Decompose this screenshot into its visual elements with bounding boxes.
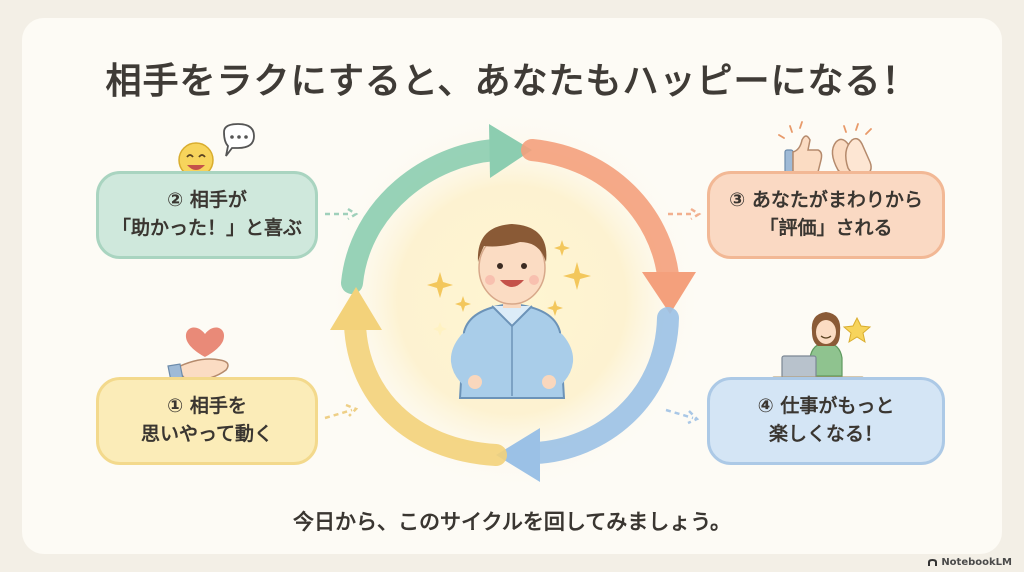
connector-step2 [325,207,359,221]
smiley-face-icon [178,142,214,178]
cycle-arrow-green [341,124,532,294]
step-4-line2: 楽しくなる！ [768,423,883,445]
speech-bubble-icon [223,123,255,157]
brand-label: NotebookLM [941,557,1012,568]
notebooklm-logo-icon [928,559,938,566]
heart-icon [185,327,225,357]
step-2-box: ② 相手が 「助かった！」と喜ぶ [96,171,318,259]
page-title: 相手をラクにすると、あなたもハッピーになる！ [105,61,919,102]
cycle-arrow-orange [521,139,696,314]
step-1-box: ① 相手を 思いやって動く [96,377,318,465]
star-icon [842,316,872,344]
step-3-line1: ③ あなたがまわりから [729,189,923,212]
step-1-line1: ① 相手を [167,395,247,418]
step-3-box: ③ あなたがまわりから 「評価」される [707,171,945,259]
connector-step3 [668,207,702,221]
footer-message: 今日から、このサイクルを回してみましょう。 [292,510,732,534]
step-3-line2: 「評価」される [759,217,893,239]
sparkle-icons [427,240,591,336]
connector-step1 [324,403,359,420]
thumbs-up-icon [778,121,823,177]
step-1-line2: 思いやって動く [140,423,274,445]
woman-at-laptop-icon [771,312,865,384]
happy-person-illustration [451,224,573,399]
step-4-box: ④ 仕事がもっと 楽しくなる！ [707,377,945,465]
cycle-arrow-yellow [330,287,507,466]
connector-step4 [665,408,700,425]
step-2-line1: ② 相手が [167,189,247,212]
cycle-arrow-blue [496,307,679,482]
brand-watermark: NotebookLM [927,557,1012,568]
step-4-line1: ④ 仕事がもっと [757,395,895,418]
step-2-line2: 「助かった！」と喜ぶ [111,217,302,239]
clapping-hands-icon [831,123,872,178]
